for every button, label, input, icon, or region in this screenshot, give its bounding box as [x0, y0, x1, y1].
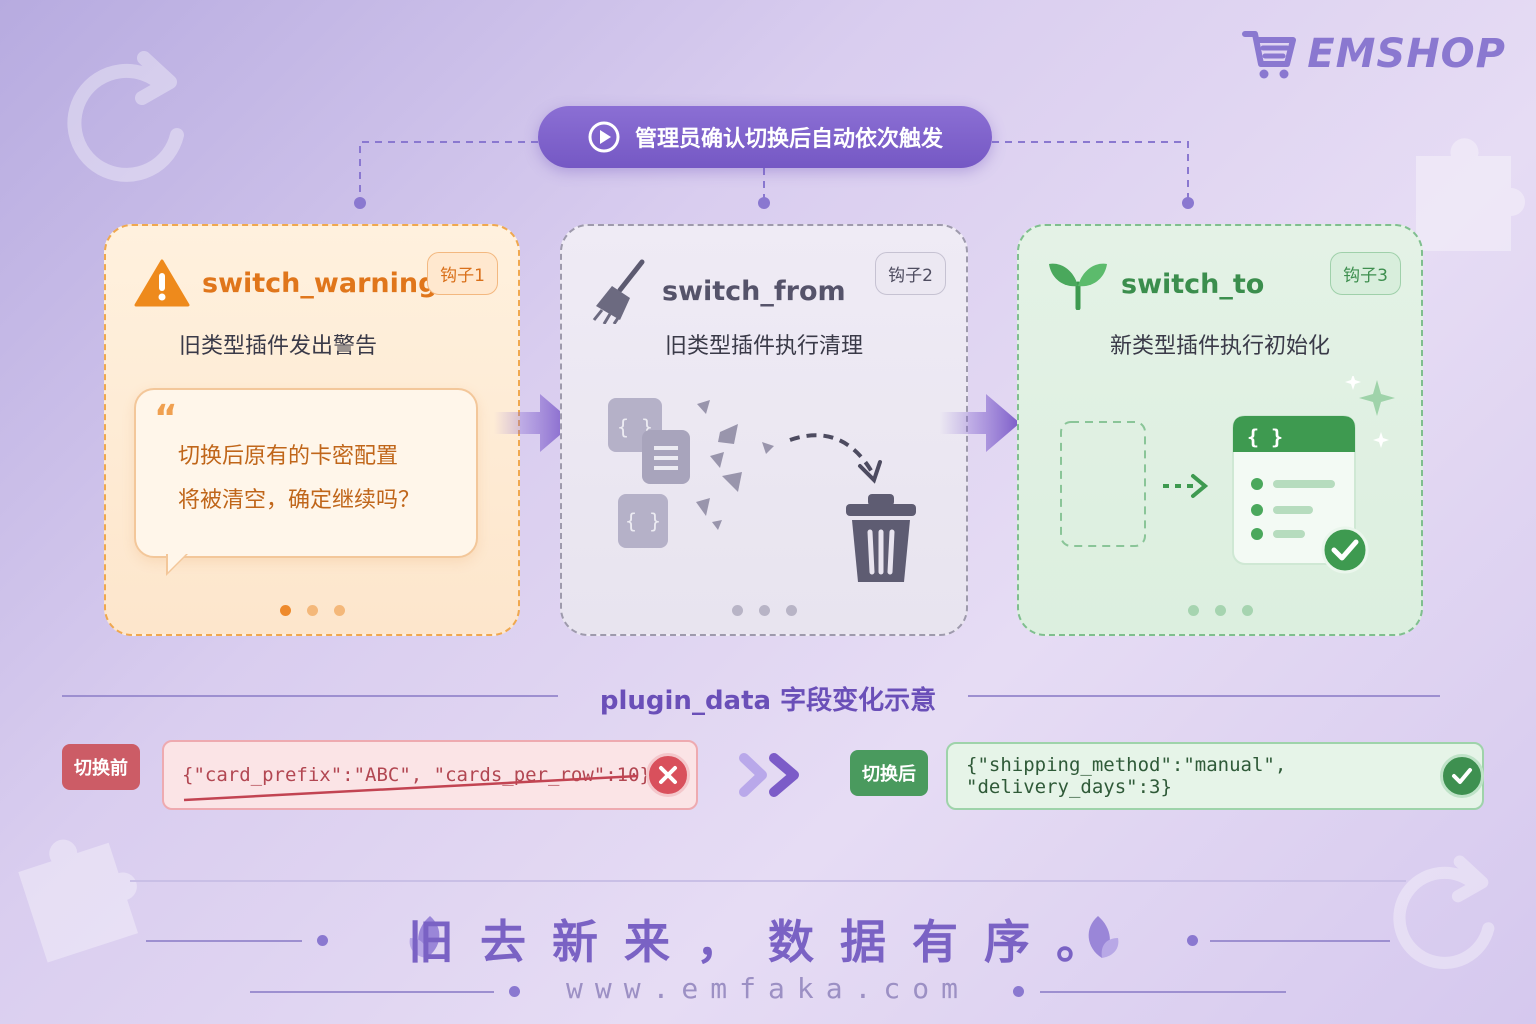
hook-badge: 钩子1 — [427, 252, 498, 295]
decor-dot — [1187, 935, 1198, 946]
refresh-icon — [1393, 855, 1495, 969]
refresh-icon — [67, 51, 184, 182]
leaf-icon — [1088, 916, 1119, 958]
trigger-pill: 管理员确认切换后自动依次触发 — [538, 106, 992, 168]
trigger-label: 管理员确认切换后自动依次触发 — [634, 127, 943, 152]
svg-text:{ }: { } — [625, 509, 661, 533]
divider — [1040, 991, 1286, 993]
hook-header: switch_warning — [134, 258, 437, 308]
pagination-dots — [562, 605, 966, 616]
double-chevron-right-icon — [739, 753, 799, 797]
broom-icon — [592, 259, 645, 324]
hook-name: switch_to — [1121, 268, 1265, 300]
flow-arrow-icon — [940, 394, 1020, 452]
warning-message-line: 将被清空，确定继续吗？ — [178, 488, 421, 513]
after-code-box: {"shipping_method":"manual", "delivery_d… — [946, 742, 1484, 810]
divider — [130, 880, 1406, 882]
slogan: 旧去新来，数据有序。 — [408, 915, 1128, 969]
warning-dialog-bubble: “ 切换后原有的卡密配置 将被清空，确定继续吗？ — [134, 388, 478, 576]
puzzle-icon — [1416, 138, 1525, 251]
hook-card-switch-from: switch_from 钩子2 旧类型插件执行清理 { } { } — [560, 224, 968, 636]
hook-badge: 钩子2 — [875, 252, 946, 295]
check-icon — [1440, 754, 1484, 798]
pagination-dots — [106, 605, 518, 616]
hook-description: 旧类型插件发出警告 — [178, 334, 377, 359]
hook-description: 旧类型插件执行清理 — [664, 334, 863, 359]
sprout-icon — [1049, 263, 1107, 310]
play-circle-icon — [588, 121, 620, 153]
trigger-connectors — [354, 141, 1194, 209]
hook-card-switch-warning: switch_warning 钩子1 旧类型插件发出警告 “ 切换后原有的卡密配… — [104, 224, 520, 636]
brand-logo: EMSHOP — [1241, 26, 1506, 82]
close-icon — [646, 753, 690, 797]
strikethrough-line — [183, 774, 639, 802]
divider — [62, 695, 558, 697]
website-url[interactable]: www.emfaka.com — [565, 972, 970, 1005]
cleanup-illustration: { } { } — [608, 398, 916, 582]
hook-header: switch_to — [1047, 258, 1264, 310]
brand-name: EMSHOP — [1307, 31, 1506, 77]
after-tag: 切换后 — [850, 750, 928, 796]
before-code-box: {"card_prefix":"ABC", "cards_per_row":10… — [162, 740, 698, 810]
decor-dot — [317, 935, 328, 946]
decor-dot — [1013, 986, 1024, 997]
pagination-dots — [1019, 605, 1421, 616]
hook-name: switch_warning — [202, 267, 438, 299]
puzzle-icon — [18, 839, 139, 963]
divider — [250, 991, 494, 993]
decor-dot — [509, 986, 520, 997]
divider — [968, 695, 1440, 697]
warning-icon — [134, 259, 190, 307]
hook-header: switch_from — [590, 258, 846, 324]
shopping-cart-icon — [1242, 31, 1297, 79]
divider — [146, 940, 302, 942]
init-illustration: { } — [1060, 376, 1395, 574]
before-tag: 切换前 — [62, 744, 140, 790]
hook-card-switch-to: switch_to 钩子3 新类型插件执行初始化 { } — [1017, 224, 1423, 636]
warning-message-line: 切换后原有的卡密配置 — [178, 444, 399, 469]
hook-name: switch_from — [662, 275, 846, 307]
section-title: plugin_data 字段变化示意 — [599, 686, 937, 716]
divider — [1210, 940, 1390, 942]
flow-arrow-icon — [494, 394, 574, 452]
hook-description: 新类型插件执行初始化 — [1109, 334, 1330, 359]
hook-badge: 钩子3 — [1330, 252, 1401, 295]
after-json: {"shipping_method":"manual", "delivery_d… — [966, 754, 1287, 798]
svg-text:{ }: { } — [1247, 425, 1283, 449]
quote-icon: “ — [154, 398, 178, 439]
leaf-icon — [409, 916, 440, 958]
